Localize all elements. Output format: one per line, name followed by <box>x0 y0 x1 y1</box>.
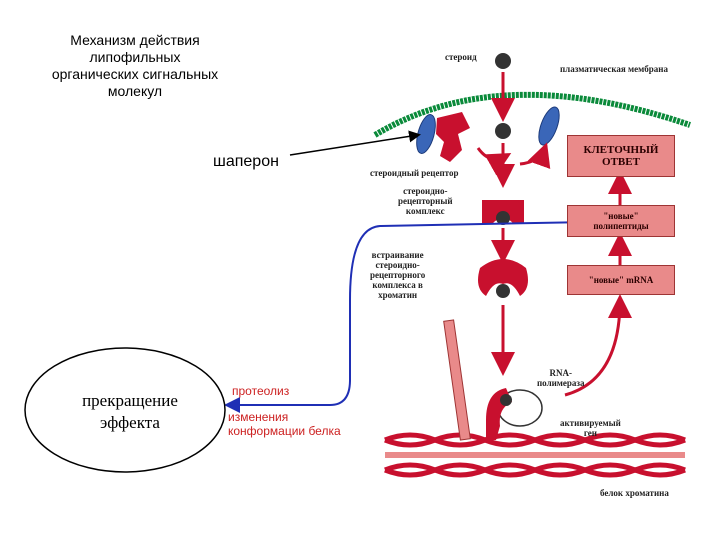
plasma-membrane <box>373 91 691 138</box>
chaperone-label: шаперон <box>213 153 279 170</box>
membrane-protein-right <box>538 106 560 146</box>
chromatin-vertical-fiber <box>443 319 471 441</box>
insertion-steroid <box>496 284 510 298</box>
steroid-label: стероид <box>445 52 477 62</box>
steroid-on-dna <box>500 394 512 406</box>
box-new-mrna: "новые" mRNA <box>567 265 675 295</box>
chaperone-pointer <box>289 130 421 156</box>
steroid-molecule-inside <box>495 123 511 139</box>
arrow-gene-to-mrna <box>564 294 632 397</box>
chromatin-protein-label: белок хроматина <box>600 488 669 498</box>
box-new-polypeptides: "новые"полипептиды <box>567 205 675 237</box>
steroid-receptor-shape <box>436 112 470 162</box>
arrow-release-left <box>476 147 512 176</box>
insertion-shape <box>478 259 528 296</box>
arrow-release-right <box>519 142 551 169</box>
chromatin-protein-bar <box>385 452 685 458</box>
proteolysis-label: протеолиз <box>232 384 290 398</box>
membrane-protein-left <box>416 114 436 154</box>
rna-polymerase-label: RNA-полимераза <box>537 368 585 388</box>
receptor-label: стероидный рецептор <box>370 168 459 178</box>
termination-ellipse <box>24 347 226 473</box>
feedback-arrow <box>224 221 591 413</box>
steroid-molecule-outside <box>495 53 511 69</box>
membrane-label: плазматическая мембрана <box>560 64 668 74</box>
complex-steroid <box>496 211 510 225</box>
